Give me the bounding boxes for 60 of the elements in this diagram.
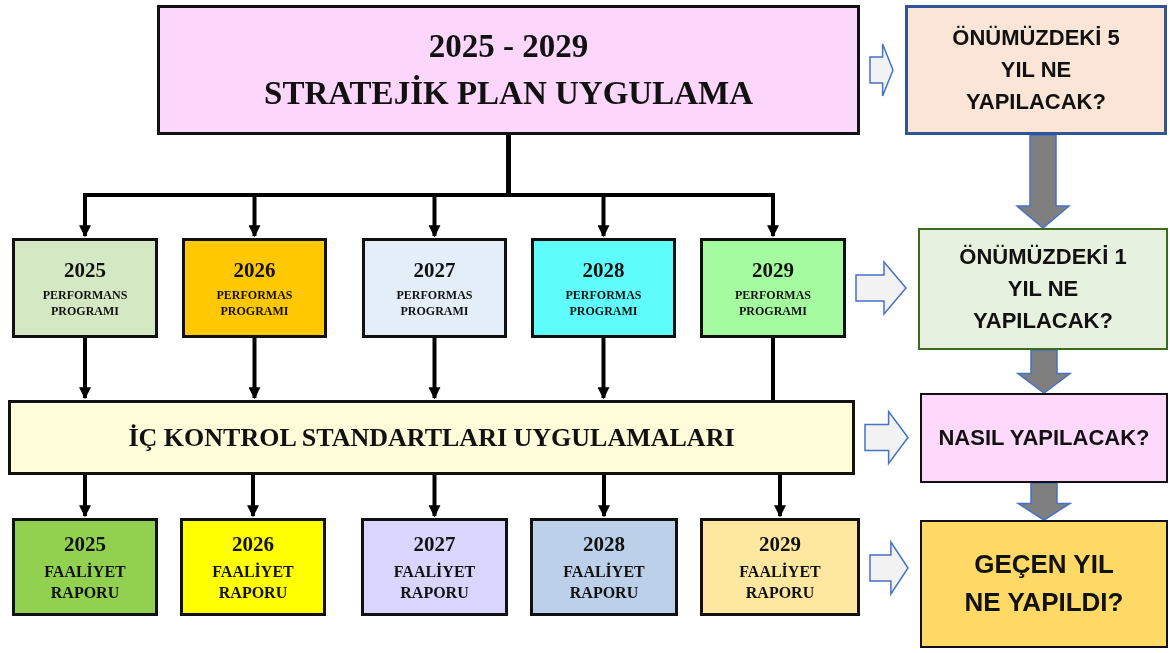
arrow [506, 135, 779, 238]
box-text: ÖNÜMÜZDEKİ 5 YIL NE YAPILACAK? [951, 24, 1121, 116]
box-text: FAALİYET RAPORU [392, 561, 477, 603]
block-arrow [855, 259, 907, 317]
box-heading: 2028 [582, 530, 626, 558]
report-box [180, 518, 326, 616]
block-arrow [864, 409, 909, 466]
box-heading: 2027 [412, 530, 457, 558]
arrow [247, 475, 259, 518]
report-box [12, 518, 158, 616]
box-text: FAALİYET RAPORU [211, 561, 295, 603]
arrow [428, 475, 441, 518]
title-box [157, 5, 860, 135]
box-heading: 2025 [63, 256, 107, 284]
arrow [774, 475, 786, 518]
box-text: PERFORMAS PROGRAMI [564, 288, 643, 320]
report-box [361, 518, 508, 616]
box-heading: 2026 [231, 530, 275, 558]
report-box [700, 518, 860, 616]
program-box [182, 238, 327, 338]
arrow [79, 338, 91, 400]
box-text: PERFORMAS PROGRAMI [215, 288, 294, 320]
box-heading: 2027 [412, 256, 457, 284]
box-text: FAALİYET RAPORU [738, 561, 822, 603]
box-heading: 2029 [751, 256, 795, 284]
box-text: PERFORMANS PROGRAMI [41, 288, 129, 320]
box-heading: 2028 [581, 256, 626, 284]
box-text: İÇ KONTROL STANDARTLARI UYGULAMALARI [127, 421, 736, 454]
arrow [597, 338, 610, 400]
block-arrow [869, 43, 894, 97]
box-heading: 2029 [758, 530, 802, 558]
question-box [920, 393, 1168, 483]
block-arrow [1015, 482, 1073, 521]
program-box [12, 238, 158, 338]
box-text: NASIL YAPILACAK? [937, 424, 1151, 453]
program-box [700, 238, 846, 338]
box-heading: 2026 [232, 256, 277, 284]
block-arrow [1014, 134, 1072, 229]
box-text: ÖNÜMÜZDEKİ 1 YIL NE YAPILACAK? [958, 243, 1128, 335]
box-heading: 2025 - 2029 [427, 27, 590, 67]
question-box [918, 228, 1168, 350]
box-text: FAALİYET RAPORU [562, 561, 646, 603]
block-arrow [1015, 349, 1073, 394]
question-box [905, 5, 1167, 135]
control-standards-bar [8, 400, 855, 475]
report-box [530, 518, 678, 616]
program-box [362, 238, 507, 338]
box-text: PERFORMAS PROGRAMI [734, 288, 812, 320]
program-box [531, 238, 676, 338]
box-heading: 2025 [63, 530, 107, 558]
arrow [79, 475, 91, 518]
arrow [428, 338, 441, 400]
box-text: STRATEJİK PLAN UYGULAMA [263, 74, 754, 113]
arrow [248, 338, 261, 400]
box-text: PERFORMAS PROGRAMI [395, 288, 474, 320]
box-text: FAALİYET RAPORU [43, 561, 127, 603]
box-text: GEÇEN YIL NE YAPILDI? [963, 548, 1125, 619]
question-box [920, 520, 1168, 648]
block-arrow [869, 539, 909, 597]
arrow [598, 475, 610, 518]
